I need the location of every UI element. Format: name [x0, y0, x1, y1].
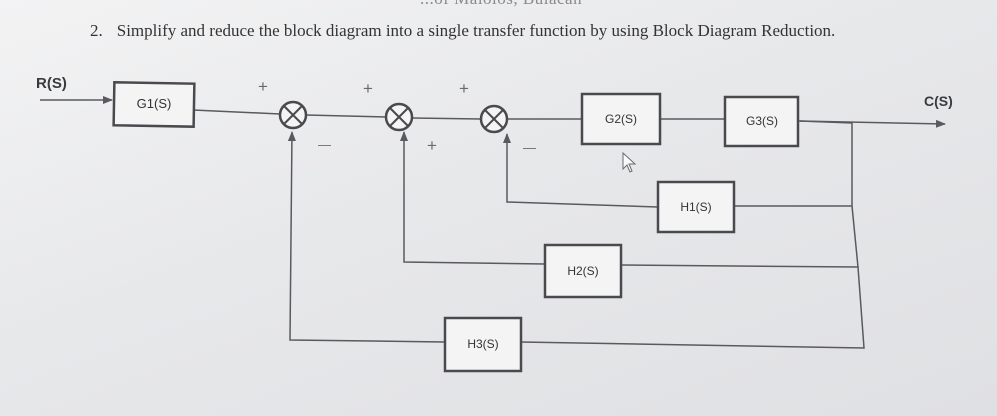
block-h1: H1(S)	[656, 180, 736, 234]
block-h3-label: H3(S)	[467, 337, 498, 351]
block-g3: G3(S)	[723, 95, 800, 148]
question-statement: 2. Simplify and reduce the block diagram …	[90, 21, 835, 41]
summing-junction-2	[384, 102, 414, 132]
sj1-plus-sign: +	[258, 77, 268, 96]
block-h1-box	[656, 180, 736, 234]
sj3-minus-sign: —	[523, 140, 536, 155]
input-label: R(S)	[36, 75, 67, 92]
sj1-minus-sign: —	[318, 137, 331, 152]
block-g3-box	[723, 95, 800, 148]
block-g2: G2(S)	[580, 92, 662, 146]
sj2-plus-sign-bottom: +	[427, 136, 437, 155]
output-label: C(S)	[924, 93, 953, 109]
block-g1-box	[112, 81, 196, 128]
sj1-to-sj2-line	[305, 114, 387, 118]
mouse-pointer-icon	[622, 152, 637, 173]
summing-junction-1-cross-b	[283, 105, 303, 125]
block-h2-box	[543, 243, 623, 299]
block-g1-label: G1(S)	[137, 96, 172, 111]
summing-junction-3-cross-b	[484, 109, 504, 129]
question-number: 2.	[90, 21, 103, 40]
h3-return-path	[287, 131, 446, 343]
block-g3-label: G3(S)	[746, 114, 778, 128]
sj2-to-sj3-line	[411, 117, 482, 120]
h1-return-path	[503, 133, 659, 208]
h3-feedback-path	[520, 266, 865, 349]
g1-to-sj1-line	[192, 109, 281, 115]
sj3-plus-sign: +	[459, 79, 469, 98]
block-g2-box	[580, 92, 662, 146]
block-g1: G1(S)	[112, 81, 196, 128]
summing-junction-1	[278, 100, 308, 130]
summing-junction-2-cross-b	[389, 107, 409, 127]
cut-off-header-text: ...of Malolos, Bulacan	[420, 0, 582, 9]
block-h3: H3(S)	[443, 316, 523, 373]
block-h1-label: H1(S)	[680, 200, 711, 214]
question-text: Simplify and reduce the block diagram in…	[116, 21, 836, 40]
sj2-plus-sign-top: +	[363, 79, 373, 98]
h2-return-path	[400, 131, 546, 265]
block-h3-box	[443, 316, 523, 373]
summing-junction-3	[479, 104, 509, 134]
signal-lines	[40, 96, 946, 349]
block-h2: H2(S)	[543, 243, 623, 299]
block-g2-label: G2(S)	[605, 112, 637, 126]
h1-feedback-path	[734, 120, 853, 207]
h2-feedback-path	[620, 205, 859, 268]
block-h2-label: H2(S)	[567, 264, 598, 278]
junction-signs: + — + + + —	[258, 77, 536, 155]
